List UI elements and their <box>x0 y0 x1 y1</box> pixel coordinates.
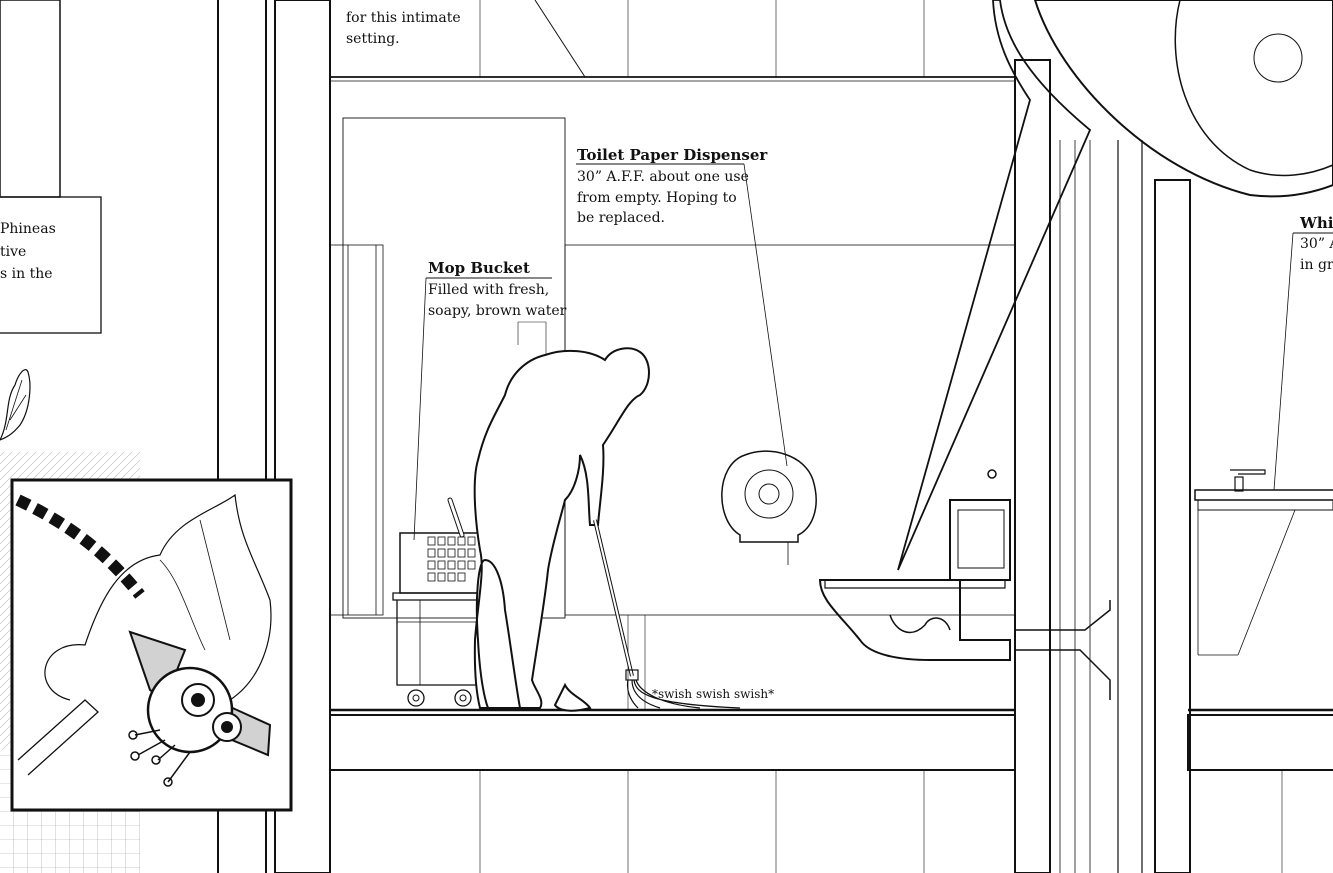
mop-bucket-line1: Filled with fresh, <box>428 282 549 298</box>
mop-bucket-note: Mop Bucket Filled with fresh, soapy, bro… <box>413 259 567 541</box>
toilet-paper-line2: from empty. Hoping to <box>577 190 737 206</box>
comic-inset-panel <box>10 478 293 812</box>
toilet-paper-title: Toilet Paper Dispenser <box>577 146 768 164</box>
top-note-line1: for this intimate <box>346 10 461 26</box>
zoom-callout <box>897 0 1333 571</box>
dust-bug-icon <box>128 630 272 787</box>
toilet <box>818 469 1011 661</box>
far-right-concrete-wall <box>1154 179 1191 873</box>
top-note: for this intimate setting. <box>346 10 461 47</box>
mop-bucket-drawing <box>392 497 491 707</box>
top-note-line2: setting. <box>346 31 400 47</box>
tiled-wall <box>564 244 1016 616</box>
floor-slab <box>329 708 1333 873</box>
toilet-paper-line1: 30” A.F.F. about one use <box>577 169 749 185</box>
cotton-plant-icon <box>0 369 31 441</box>
mop-bucket-line2: soapy, brown water <box>428 303 567 319</box>
ceiling-zone <box>330 0 1015 82</box>
toilet-paper-dispenser <box>721 450 817 565</box>
mop-bucket-title: Mop Bucket <box>428 259 530 277</box>
janitor-figure <box>473 347 650 712</box>
left-note-line1: Phineas <box>0 221 56 237</box>
sound-effect-label: *swish swish swish* <box>652 687 774 701</box>
right-note: Whit 30” A in gra <box>1273 214 1333 491</box>
right-sink-area <box>1194 469 1333 656</box>
pipe-chase <box>1015 140 1143 873</box>
toilet-paper-line3: be replaced. <box>577 210 665 226</box>
mop <box>593 519 741 709</box>
left-note-line2: tive <box>0 244 26 260</box>
right-note-line1: 30” A <box>1300 236 1333 252</box>
right-note-line2: in gra <box>1300 257 1333 273</box>
right-note-title: Whit <box>1299 214 1333 232</box>
left-note-box: Phineas tive s in the <box>0 196 102 334</box>
right-concrete-wall <box>1014 59 1051 873</box>
left-note-line3: s in the <box>0 266 53 282</box>
toilet-paper-note: Toilet Paper Dispenser 30” A.F.F. about … <box>576 146 788 467</box>
faucet-icon <box>1230 469 1266 492</box>
